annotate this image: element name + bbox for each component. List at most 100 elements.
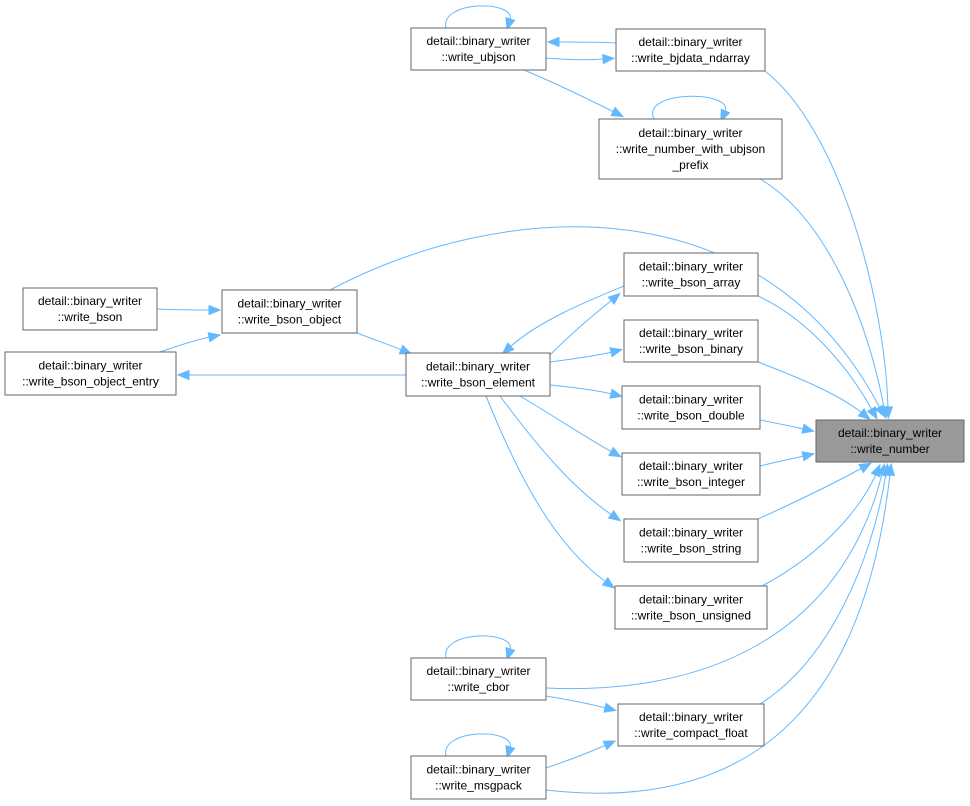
- arrowhead: [505, 17, 516, 31]
- node-label-line: ::write_bson_element: [421, 376, 536, 390]
- edge-write-compact-float-to-write-number: [759, 473, 887, 705]
- node-write-compact-float[interactable]: detail::binary_writer::write_compact_flo…: [617, 703, 765, 747]
- node-label-line: detail::binary_writer: [638, 35, 742, 49]
- nodes-layer: detail::binary_writer::write_numberdetai…: [4, 27, 965, 800]
- node-write-ubjson[interactable]: detail::binary_writer::write_ubjson: [410, 27, 547, 71]
- node-box: [410, 657, 547, 701]
- edge-write-ubjson-to-write-bjdata-ndarray: [545, 57, 605, 61]
- node-label-line: ::write_cbor: [447, 680, 509, 694]
- edges-layer: [156, 5, 896, 794]
- node-write-bson-object[interactable]: detail::binary_writer::write_bson_object: [221, 289, 358, 334]
- node-label-line: detail::binary_writer: [838, 426, 942, 440]
- node-write-bjdata-ndarray[interactable]: detail::binary_writer::write_bjdata_ndar…: [615, 28, 766, 72]
- node-write-bson-array[interactable]: detail::binary_writer::write_bson_array: [623, 252, 759, 297]
- node-label-line: detail::binary_writer: [426, 664, 530, 678]
- node-write-bson-element[interactable]: detail::binary_writer::write_bson_elemen…: [405, 352, 551, 397]
- arrowhead: [207, 332, 222, 343]
- arrowhead: [607, 292, 621, 305]
- arrowhead: [801, 451, 816, 462]
- edge-write-bson-string-to-write-number: [757, 467, 863, 520]
- node-label-line: ::write_number_with_ubjson: [616, 142, 765, 156]
- edge-write-bson-element-to-write-bson-double: [549, 384, 613, 395]
- edge-write-bson-double-to-write-number: [759, 419, 805, 430]
- node-box: [410, 27, 547, 71]
- node-label-line: detail::binary_writer: [639, 593, 743, 607]
- node-label-line: ::write_msgpack: [435, 779, 523, 793]
- node-box: [621, 385, 761, 430]
- node-box: [614, 585, 768, 630]
- node-label-line: ::write_bson_double: [637, 409, 745, 423]
- node-label-line: ::write_number: [850, 442, 929, 456]
- node-label-line: ::write_bson_unsigned: [631, 609, 751, 623]
- edge-write-bson-element-to-write-bson-integer: [519, 395, 613, 453]
- arrowhead: [501, 342, 515, 355]
- arrowhead: [720, 108, 731, 123]
- node-box: [410, 755, 547, 800]
- arrowhead: [208, 304, 222, 316]
- node-label-line: detail::binary_writer: [638, 126, 742, 140]
- node-write-bson-double[interactable]: detail::binary_writer::write_bson_double: [621, 385, 761, 430]
- arrowhead: [866, 406, 878, 420]
- edge-write-bjdata-ndarray-to-write-ubjson: [557, 41, 617, 44]
- edge-write-cbor-to-write-cbor: [445, 635, 511, 659]
- node-label-line: detail::binary_writer: [639, 260, 743, 274]
- arrowhead: [609, 347, 623, 358]
- edge-write-bson-array-to-write-number: [757, 295, 873, 411]
- node-write-bson[interactable]: detail::binary_writer::write_bson: [22, 287, 158, 331]
- node-box: [615, 28, 766, 72]
- node-box: [617, 703, 765, 747]
- node-label-line: ::write_bson: [58, 310, 123, 324]
- node-label-line: detail::binary_writer: [38, 294, 142, 308]
- arrowhead: [870, 463, 881, 478]
- edge-write-cbor-to-write-number: [545, 473, 883, 690]
- node-label-line: detail::binary_writer: [639, 710, 743, 724]
- node-box: [405, 352, 551, 397]
- node-box: [22, 287, 158, 331]
- arrowhead: [607, 509, 622, 522]
- node-write-bson-unsigned[interactable]: detail::binary_writer::write_bson_unsign…: [614, 585, 768, 630]
- node-label-line: ::write_bson_object: [238, 313, 342, 327]
- arrowhead: [505, 745, 516, 759]
- node-label-line: ::write_bjdata_ndarray: [631, 51, 750, 65]
- node-label-line: _prefix: [671, 158, 708, 172]
- node-label-line: detail::binary_writer: [639, 393, 743, 407]
- node-label-line: detail::binary_writer: [38, 359, 142, 373]
- node-write-number[interactable]: detail::binary_writer::write_number: [815, 419, 965, 463]
- node-write-msgpack[interactable]: detail::binary_writer::write_msgpack: [410, 755, 547, 800]
- node-box: [815, 419, 965, 463]
- edge-write-bson-unsigned-to-write-number: [761, 473, 877, 587]
- edge-write-bson-element-to-write-bson-binary: [549, 351, 613, 363]
- node-write-number-with-ubjson-prefix[interactable]: detail::binary_writer::write_number_with…: [598, 118, 783, 180]
- edge-write-bson-object-entry-to-write-bson-object: [159, 336, 211, 353]
- node-write-bson-binary[interactable]: detail::binary_writer::write_bson_binary: [623, 319, 759, 363]
- node-write-cbor[interactable]: detail::binary_writer::write_cbor: [410, 657, 547, 701]
- arrowhead: [609, 388, 623, 399]
- node-label-line: detail::binary_writer: [426, 763, 530, 777]
- edge-write-bson-integer-to-write-number: [759, 455, 805, 467]
- edge-write-bson-object-to-write-bson-element: [356, 332, 403, 351]
- edge-write-number-with-ubjson-prefix-to-write-number: [759, 178, 885, 409]
- node-box: [4, 351, 177, 396]
- node-write-bson-string[interactable]: detail::binary_writer::write_bson_string: [623, 518, 759, 563]
- node-box: [623, 252, 759, 297]
- edge-write-bson-element-to-write-bson-string: [499, 395, 613, 516]
- edge-write-ubjson-to-write-ubjson: [445, 5, 511, 29]
- node-label-line: detail::binary_writer: [639, 459, 743, 473]
- node-label-line: ::write_bson_binary: [639, 342, 743, 356]
- arrowhead: [801, 423, 816, 434]
- arrowhead: [610, 106, 625, 118]
- node-label-line: ::write_compact_float: [634, 726, 748, 740]
- node-box: [598, 118, 783, 180]
- node-label-line: ::write_bson_array: [642, 276, 741, 290]
- node-write-bson-object-entry[interactable]: detail::binary_writer::write_bson_object…: [4, 351, 177, 396]
- edge-write-bson-array-to-write-bson-element: [509, 285, 625, 348]
- arrowhead: [602, 740, 617, 751]
- arrowhead: [398, 344, 413, 355]
- edge-write-bjdata-ndarray-to-write-number: [764, 70, 889, 409]
- arrowhead: [176, 369, 190, 381]
- node-label-line: ::write_bson_object_entry: [22, 375, 159, 389]
- edge-write-msgpack-to-write-msgpack: [445, 733, 511, 757]
- node-label-line: detail::binary_writer: [426, 34, 530, 48]
- node-label-line: detail::binary_writer: [426, 360, 530, 374]
- node-write-bson-integer[interactable]: detail::binary_writer::write_bson_intege…: [621, 452, 761, 496]
